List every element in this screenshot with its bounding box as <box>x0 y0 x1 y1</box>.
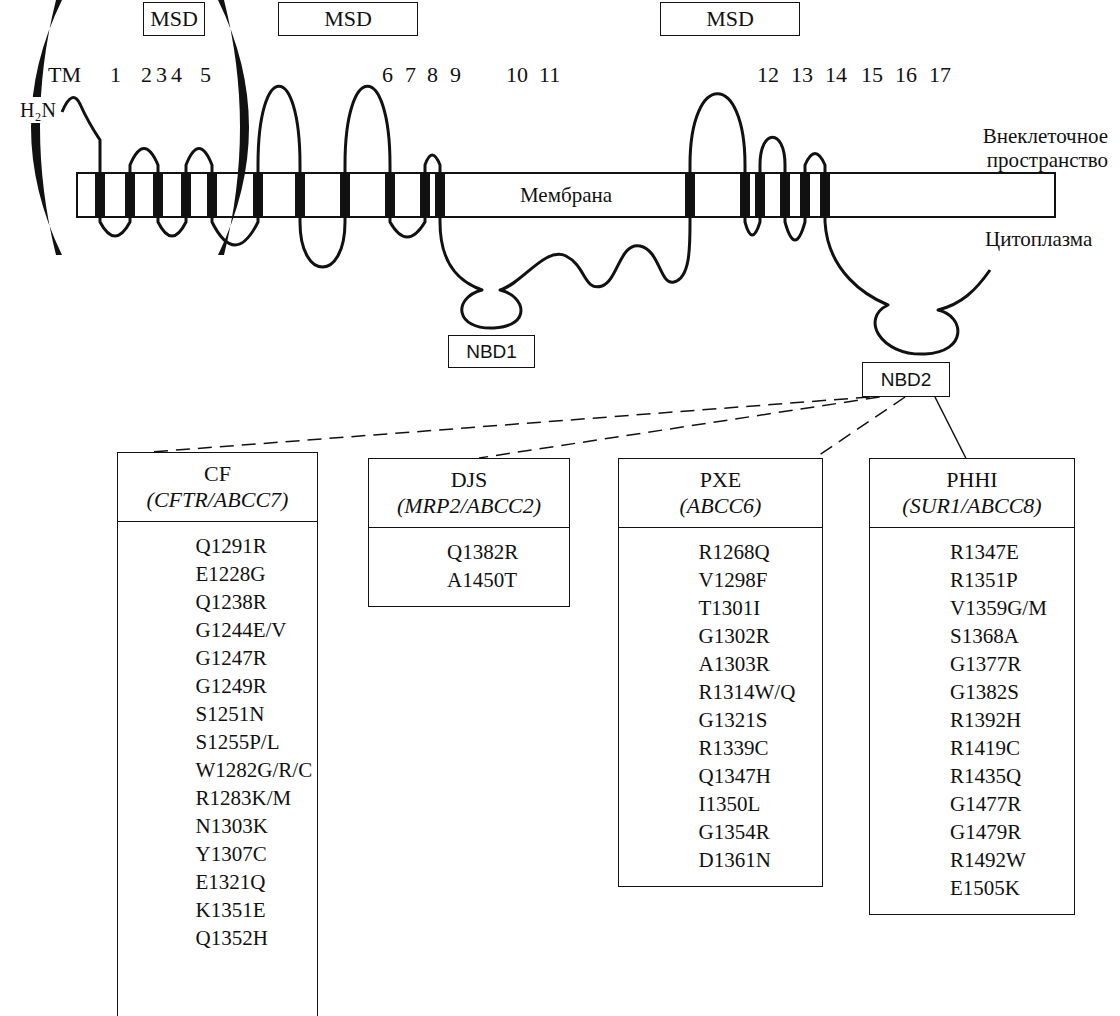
dashed-connector <box>479 397 879 458</box>
dashed-connector <box>935 397 966 458</box>
transmembrane-segments <box>95 174 830 216</box>
gene-name: (CFTR/ABCC7) <box>122 487 313 513</box>
tm-segment <box>800 174 810 216</box>
tm-segment <box>780 174 790 216</box>
callout-number: 2 <box>141 62 152 88</box>
callout-number: 16 <box>895 62 917 88</box>
callout-number: 7 <box>405 62 416 88</box>
list-area: R1268Q V1298F T1301I G1302R A1303R R1314… <box>619 528 822 886</box>
callout-number: 3 <box>156 62 167 88</box>
terminus-label: H₂N <box>18 97 58 123</box>
domain-label: MSD <box>150 6 198 32</box>
dashed-connector <box>151 397 870 452</box>
domain-label: MSD <box>706 6 754 32</box>
callout-number: 17 <box>929 62 951 88</box>
callout-number: 8 <box>427 62 438 88</box>
mutation-list: R1268Q V1298F T1301I G1302R A1303R R1314… <box>699 538 743 874</box>
disease-name: PHHI <box>874 467 1070 493</box>
mutation-box: CF(CFTR/ABCC7) Q1291R E1228G Q1238R G1244… <box>117 452 318 1016</box>
left-bracket <box>31 0 62 255</box>
callout-number: 11 <box>539 62 560 88</box>
domain-label: NBD2 <box>881 369 932 391</box>
protein-chain <box>62 86 990 354</box>
list-area: R1347E R1351P V1359G/M S1368A G1377R G13… <box>870 528 1074 914</box>
tm-segment <box>125 174 135 216</box>
tm-segment <box>435 174 445 216</box>
tm-segment <box>740 174 750 216</box>
domain-label: MSD <box>324 6 372 32</box>
tm-segment <box>420 174 430 216</box>
tm-segment <box>295 174 305 216</box>
disease-name: PXE <box>623 467 818 493</box>
gene-name: (SUR1/ABCC8) <box>874 493 1070 519</box>
tm-segment <box>253 174 263 216</box>
box-header: PHHI(SUR1/ABCC8) <box>870 459 1074 528</box>
tm-segment <box>820 174 830 216</box>
membrane-label: Мембрана <box>520 183 612 208</box>
callout-number: 4 <box>171 62 182 88</box>
callout-number: 13 <box>791 62 813 88</box>
domain-label: NBD1 <box>466 341 517 363</box>
callout-number: 12 <box>757 62 779 88</box>
tm-segment <box>685 174 695 216</box>
domain-box: NBD1 <box>448 335 535 368</box>
box-header: CF(CFTR/ABCC7) <box>118 453 317 522</box>
domain-box: MSD <box>660 2 800 36</box>
mutation-box: PHHI(SUR1/ABCC8) R1347E R1351P V1359G/M S… <box>869 458 1075 915</box>
callout-number: 9 <box>450 62 461 88</box>
domain-box: MSD <box>278 2 418 36</box>
tm-segment <box>95 174 105 216</box>
region-label: Внеклеточное пространство <box>953 124 1108 172</box>
tm-segment <box>181 174 191 216</box>
membrane-band: Мембрана <box>76 172 1056 218</box>
dashed-connector <box>815 397 905 458</box>
domain-box: NBD2 <box>862 362 950 397</box>
gene-name: (MRP2/ABCC2) <box>373 493 565 519</box>
tm-segment <box>385 174 395 216</box>
list-area: Q1382R A1450T <box>369 528 569 606</box>
tm-segment <box>340 174 350 216</box>
callout-number: 1 <box>110 62 121 88</box>
mutation-list: R1347E R1351P V1359G/M S1368A G1377R G13… <box>950 538 994 902</box>
mutation-list: Q1291R E1228G Q1238R G1244E/V G1247R G12… <box>196 532 240 952</box>
mutation-box: DJS(MRP2/ABCC2) Q1382R A1450T <box>368 458 570 607</box>
box-header: PXE(ABCC6) <box>619 459 822 528</box>
tm-segment <box>207 174 217 216</box>
box-header: DJS(MRP2/ABCC2) <box>369 459 569 528</box>
callout-number: 6 <box>382 62 393 88</box>
callout-number: 5 <box>200 62 211 88</box>
tm-segment <box>153 174 163 216</box>
axis-label: TM <box>48 62 81 88</box>
region-label: Цитоплазма <box>985 226 1092 252</box>
callout-number: 10 <box>506 62 528 88</box>
list-area: Q1291R E1228G Q1238R G1244E/V G1247R G12… <box>118 522 317 964</box>
domain-box: MSD <box>143 2 205 36</box>
callout-number: 14 <box>825 62 847 88</box>
disease-name: CF <box>122 461 313 487</box>
mutation-list: Q1382R A1450T <box>447 538 491 594</box>
gene-name: (ABCC6) <box>623 493 818 519</box>
mutation-box: PXE(ABCC6) R1268Q V1298F T1301I G1302R A1… <box>618 458 823 887</box>
tm-segment <box>755 174 765 216</box>
disease-name: DJS <box>373 467 565 493</box>
callout-number: 15 <box>861 62 883 88</box>
